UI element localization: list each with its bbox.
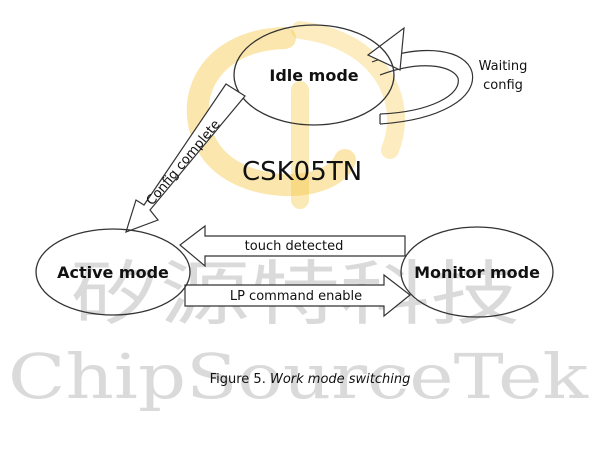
caption-prefix: Figure 5. bbox=[210, 372, 270, 387]
monitor-mode-label: Monitor mode bbox=[414, 263, 540, 282]
touch-detected-arrow: touch detected bbox=[179, 224, 406, 268]
chip-model-label: CSK05TN bbox=[242, 157, 362, 187]
waiting-label-line1: Waiting bbox=[479, 59, 528, 74]
waiting-label-line2: config bbox=[483, 78, 523, 93]
touch-detected-label: touch detected bbox=[245, 239, 344, 254]
watermark-english: ChipSourceTek bbox=[8, 340, 589, 413]
waiting-config-loop-arrow bbox=[366, 26, 474, 125]
idle-mode-node: Idle mode bbox=[233, 24, 395, 126]
active-mode-label: Active mode bbox=[57, 263, 169, 282]
caption-title: Work mode switching bbox=[270, 372, 410, 387]
lp-command-enable-label: LP command enable bbox=[230, 289, 362, 304]
active-mode-node: Active mode bbox=[35, 228, 191, 316]
monitor-mode-node: Monitor mode bbox=[400, 226, 554, 318]
idle-mode-label: Idle mode bbox=[269, 66, 358, 85]
figure-caption: Figure 5. Work mode switching bbox=[210, 372, 411, 387]
logo-watermark bbox=[186, 21, 405, 209]
lp-command-enable-arrow: LP command enable bbox=[184, 273, 411, 318]
